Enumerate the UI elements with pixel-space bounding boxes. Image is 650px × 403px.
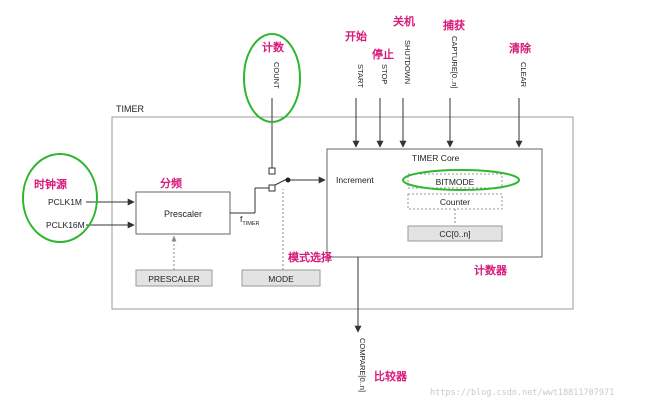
annotation-capture: 捕获	[443, 18, 465, 32]
timer-core-label: TIMER Core	[412, 153, 460, 163]
count-highlight-ellipse	[243, 33, 301, 123]
start-signal-label: START	[356, 64, 365, 88]
increment-label: Increment	[336, 175, 374, 185]
capture-signal-label: CAPTURE[0..n]	[450, 36, 459, 89]
watermark: https://blog.csdn.net/wwt18811707971	[430, 388, 614, 398]
annotation-comparator: 比较器	[374, 369, 408, 383]
stop-signal-label: STOP	[380, 64, 389, 84]
count-switch-terminal	[268, 167, 276, 175]
ftimer-label: fTIMER	[240, 214, 260, 227]
annotation-divider: 分频	[160, 176, 182, 190]
timer-outer-label: TIMER	[116, 104, 144, 114]
clear-signal-label: CLEAR	[519, 62, 528, 88]
prescaler-box	[135, 191, 231, 235]
mode-switch-lever	[274, 178, 288, 186]
annotation-shutdown: 关机	[393, 14, 415, 28]
cc-box	[407, 225, 503, 242]
annotation-clock-source: 时钟源	[34, 177, 67, 191]
shutdown-signal-label: SHUTDOWN	[403, 40, 412, 84]
pclk16m-label: PCLK16M	[46, 220, 85, 230]
bitmode-label: BITMODE	[436, 177, 475, 187]
mode-switch-pivot	[285, 177, 291, 183]
ftimer-switch-terminal	[268, 184, 276, 192]
prescaler-label: Prescaler	[164, 209, 202, 219]
annotation-count: 计数	[262, 40, 285, 54]
bitmode-box	[407, 173, 503, 189]
cc-label: CC[0..n]	[439, 229, 470, 239]
annotation-mode-select: 模式选择	[288, 250, 333, 264]
prescaler-register-label: PRESCALER	[148, 274, 200, 284]
count-signal-label: COUNT	[272, 62, 281, 89]
pclk1m-label: PCLK1M	[48, 197, 82, 207]
annotation-start: 开始	[345, 29, 367, 43]
timer-outer-box	[111, 116, 574, 310]
annotation-clear: 清除	[509, 41, 532, 55]
mode-register-box	[241, 269, 321, 287]
ftimer-subscript: TIMER	[242, 221, 259, 227]
annotation-counter: 计数器	[474, 263, 508, 277]
bitmode-highlight-ellipse	[402, 169, 520, 191]
counter-label: Counter	[440, 197, 470, 207]
annotation-stop: 停止	[372, 47, 394, 61]
compare-signal-label: COMPARE[0..n]	[358, 338, 367, 392]
clock-source-highlight-ellipse	[22, 153, 98, 243]
mode-register-label: MODE	[268, 274, 294, 284]
